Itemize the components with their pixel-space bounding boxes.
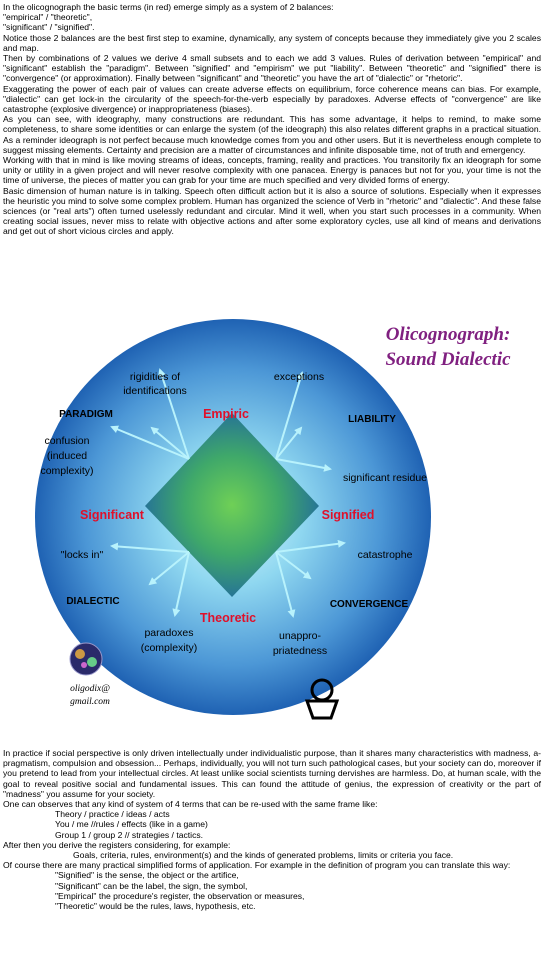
corner-convergence: CONVERGENCE	[330, 599, 409, 610]
intro-text: In the olicognograph the basic terms (in…	[3, 2, 541, 237]
arrow	[275, 551, 312, 580]
value-confusion: complexity)	[40, 465, 93, 477]
arrow	[275, 426, 303, 460]
value-unappropriatedness: priatedness	[273, 645, 327, 657]
contact-email: oligodix@	[70, 684, 110, 694]
arrow	[158, 368, 190, 460]
value-rigidities: rigidities of	[130, 371, 180, 383]
conclusion-paragraph: In practice if social perspective is onl…	[3, 748, 541, 799]
olicognograph-diagram: Olicognograph: Sound Dialectic Empiric S…	[35, 319, 511, 720]
value-paradoxes: paradoxes	[144, 627, 193, 639]
corner-dialectic: DIALECTIC	[66, 596, 119, 607]
term-empiric: Empiric	[203, 407, 249, 421]
arrow	[172, 551, 190, 617]
intro-paragraph: Notice those 2 balances are the best fir…	[3, 32, 541, 53]
logo-icon	[69, 642, 103, 676]
diagram-title-line1: Olicognograph:	[386, 324, 511, 345]
intro-paragraph: Exaggerating the power of each pair of v…	[3, 83, 541, 115]
intro-paragraph: "significant" / "signified".	[3, 22, 95, 33]
arrow	[275, 371, 305, 460]
value-residue: significant residue	[343, 472, 427, 484]
arrow	[110, 425, 190, 460]
term-theoretic: Theoretic	[200, 611, 256, 625]
intro-paragraph: As you can see, with ideography, many co…	[3, 114, 541, 155]
diagram-title-line2: Sound Dialectic	[385, 349, 511, 370]
conclusion-paragraph: One can observes that any kind of system…	[3, 799, 378, 810]
example-line: You / me //rules / effects (like in a ga…	[55, 819, 208, 830]
conclusion-text: In practice if social perspective is onl…	[3, 748, 541, 911]
term-signified: Signified	[322, 508, 375, 522]
arrow	[110, 542, 190, 553]
definition-line: "Empirical" the procedure's register, th…	[55, 890, 305, 901]
value-locks-in: "locks in"	[61, 549, 104, 561]
term-significant: Significant	[80, 508, 145, 522]
value-unappropriatedness: unappro-	[279, 630, 322, 642]
example-line: Goals, criteria, rules, environment(s) a…	[73, 850, 454, 861]
intro-paragraph: Basic dimension of human nature is in ta…	[3, 185, 541, 237]
definition-line: "Signified" is the sense, the object or …	[55, 870, 239, 881]
arrow	[275, 458, 332, 472]
arrow	[148, 551, 190, 586]
value-catastrophe: catastrophe	[358, 549, 413, 561]
value-confusion: (induced	[47, 450, 87, 462]
conclusion-paragraph: After then you derive the registers cons…	[3, 839, 231, 850]
arrow	[275, 551, 296, 618]
corner-paradigm: PARADIGM	[59, 409, 113, 420]
arrow	[275, 539, 346, 553]
corner-liability: LIABILITY	[348, 414, 396, 425]
intro-paragraph: Then by combinations of 2 values we deri…	[3, 53, 541, 84]
contact-email: gmail.com	[70, 697, 110, 707]
intro-paragraph: "empirical" / "theoretic",	[3, 12, 93, 23]
thinker-icon	[304, 678, 340, 720]
value-confusion: confusion	[45, 435, 90, 447]
conclusion-paragraph: Of course there are many practical simpl…	[3, 860, 511, 871]
intro-paragraph: Working with that in mind is like moving…	[3, 155, 541, 186]
example-line: Group 1 / group 2 // strategies / tactic…	[55, 829, 204, 840]
definition-line: "Theoretic" would be the rules, laws, hy…	[55, 901, 256, 912]
example-line: Theory / practice / ideas / acts	[55, 809, 170, 820]
arrow	[150, 426, 190, 460]
intro-paragraph: In the olicognograph the basic terms (in…	[3, 2, 334, 12]
arrow-group	[110, 368, 346, 618]
definition-line: "Significant" can be the label, the sign…	[55, 880, 248, 891]
value-exceptions: exceptions	[274, 371, 324, 383]
value-rigidities: identifications	[123, 385, 187, 397]
value-paradoxes: (complexity)	[141, 642, 198, 654]
